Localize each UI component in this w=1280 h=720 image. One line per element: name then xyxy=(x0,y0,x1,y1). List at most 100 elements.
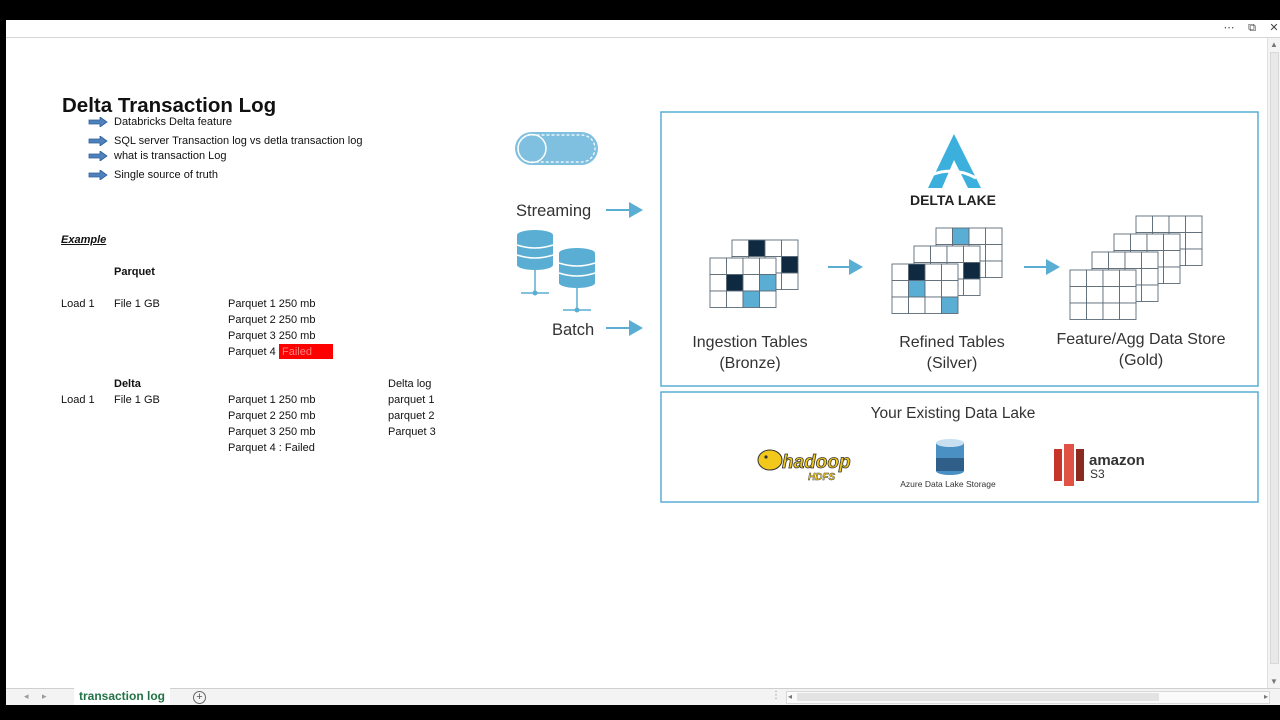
scroll-up-icon[interactable]: ▲ xyxy=(1270,40,1278,49)
grid-cell xyxy=(908,280,926,298)
grid-cell xyxy=(963,245,981,263)
grid-cell xyxy=(1168,215,1186,233)
grid-cell xyxy=(726,290,744,308)
parquet-part-cell[interactable]: Parquet 1 250 mb xyxy=(228,298,316,310)
grid-cell xyxy=(1152,215,1170,233)
delta-log-entry[interactable]: Parquet 3 xyxy=(388,426,436,438)
grid-cell xyxy=(759,290,777,308)
prev-sheet-icon[interactable]: ◂ xyxy=(24,691,29,701)
parquet-load-cell[interactable]: Load 1 xyxy=(61,298,95,310)
grid-cell xyxy=(742,274,760,292)
grid-cell xyxy=(1119,286,1137,304)
more-icon[interactable]: ⋯ xyxy=(1223,22,1235,34)
grid-cell xyxy=(709,274,727,292)
grid-cell xyxy=(1102,302,1120,320)
grid-cell xyxy=(891,296,909,314)
bullet-arrow-icon xyxy=(88,151,108,161)
failed-cell[interactable]: Failed xyxy=(279,344,333,359)
vertical-scroll-thumb[interactable] xyxy=(1270,52,1279,664)
bullet-item: SQL server Transaction log vs detla tran… xyxy=(114,135,363,147)
grid-cell xyxy=(1130,233,1148,251)
grid-cell xyxy=(1163,233,1181,251)
add-sheet-icon[interactable]: + xyxy=(193,691,206,704)
delta-part-cell[interactable]: Parquet 3 250 mb xyxy=(228,426,316,438)
amazon-label: amazon xyxy=(1089,452,1145,469)
grid-cell xyxy=(742,257,760,275)
scroll-left-icon[interactable]: ◂ xyxy=(788,692,793,701)
grid-cell xyxy=(709,257,727,275)
grid-cell xyxy=(759,274,777,292)
grid-cell xyxy=(1108,251,1126,269)
scroll-down-icon[interactable]: ▼ xyxy=(1270,677,1278,686)
hadoop-sub-label: HDFS xyxy=(808,472,836,483)
close-icon[interactable]: ✕ xyxy=(1269,22,1279,34)
parquet-part-cell[interactable]: Parquet 2 250 mb xyxy=(228,314,316,326)
grid-cell xyxy=(968,227,986,245)
delta-part-cell[interactable]: Parquet 4 : Failed xyxy=(228,442,315,454)
worksheet-grid[interactable]: Delta Transaction Log Databricks Delta f… xyxy=(6,38,1268,688)
amazon-s3-icon xyxy=(1054,444,1084,486)
grid-cell xyxy=(781,272,799,290)
grid-cell xyxy=(1141,284,1159,302)
delta-load-cell[interactable]: Load 1 xyxy=(61,394,95,406)
grid-cell xyxy=(1102,269,1120,287)
grid-cell xyxy=(908,296,926,314)
delta-lake-logo-icon xyxy=(928,134,981,188)
grid-cell xyxy=(930,245,948,263)
sheet-tab-bar: ◂ ▸ transaction log + ⋮ ◂ ▸ xyxy=(6,688,1280,705)
horizontal-scrollbar[interactable]: ◂ ▸ xyxy=(786,691,1270,704)
stage-subtitle: (Gold) xyxy=(1119,352,1163,369)
grid-cell xyxy=(709,290,727,308)
delta-part-cell[interactable]: Parquet 2 250 mb xyxy=(228,410,316,422)
grid-cell xyxy=(913,245,931,263)
window-titlebar: ⋯ ⧉ ✕ xyxy=(6,20,1280,38)
parquet-header: Parquet xyxy=(114,266,155,278)
grid-cell xyxy=(1086,302,1104,320)
amazon-sub-label: S3 xyxy=(1090,467,1105,481)
grid-cell xyxy=(1141,251,1159,269)
grid-cell xyxy=(748,239,766,257)
stage-title: Refined Tables xyxy=(899,334,1005,351)
delta-log-entry[interactable]: parquet 1 xyxy=(388,394,435,406)
example-label: Example xyxy=(61,234,107,246)
grid-cell xyxy=(764,239,782,257)
streaming-label: Streaming xyxy=(516,202,591,220)
grid-cell xyxy=(908,263,926,281)
restore-icon[interactable]: ⧉ xyxy=(1248,22,1256,34)
grid-cell xyxy=(1069,302,1087,320)
stage-title: Ingestion Tables xyxy=(692,334,807,351)
grid-cell xyxy=(1119,269,1137,287)
grid-cell xyxy=(935,227,953,245)
horizontal-scroll-thumb[interactable] xyxy=(797,693,1159,701)
vertical-scrollbar[interactable]: ▲ ▼ xyxy=(1267,38,1280,688)
grid-cell xyxy=(1113,233,1131,251)
bullet-arrow-icon xyxy=(88,170,108,180)
bullet-arrow-icon xyxy=(88,136,108,146)
scroll-right-icon[interactable]: ▸ xyxy=(1263,692,1268,701)
grid-cell xyxy=(941,280,959,298)
bullet-item: what is transaction Log xyxy=(114,150,227,162)
delta-log-entry[interactable]: parquet 2 xyxy=(388,410,435,422)
table-grids xyxy=(709,215,1203,320)
next-sheet-icon[interactable]: ▸ xyxy=(42,691,47,701)
grid-cell xyxy=(1141,268,1159,286)
grid-cell xyxy=(941,296,959,314)
page-title: Delta Transaction Log xyxy=(62,94,277,117)
parquet-part-cell[interactable]: Parquet 4 xyxy=(228,346,276,358)
grid-cell xyxy=(1124,251,1142,269)
grid-cell xyxy=(924,296,942,314)
delta-file-cell[interactable]: File 1 GB xyxy=(114,394,160,406)
split-handle-icon[interactable]: ⋮ xyxy=(771,690,781,701)
existing-lake-title: Your Existing Data Lake xyxy=(871,405,1036,422)
delta-log-header: Delta log xyxy=(388,378,432,390)
parquet-part-cell[interactable]: Parquet 3 250 mb xyxy=(228,330,316,342)
parquet-file-cell[interactable]: File 1 GB xyxy=(114,298,160,310)
stage-subtitle: (Bronze) xyxy=(719,355,780,372)
bullet-arrow-icon xyxy=(88,117,108,127)
sheet-tab-transaction-log[interactable]: transaction log xyxy=(74,688,170,705)
bullet-item: Databricks Delta feature xyxy=(114,116,232,128)
stage-subtitle: (Silver) xyxy=(927,355,978,372)
grid-cell xyxy=(1086,269,1104,287)
azure-storage-icon xyxy=(936,439,964,475)
delta-part-cell[interactable]: Parquet 1 250 mb xyxy=(228,394,316,406)
